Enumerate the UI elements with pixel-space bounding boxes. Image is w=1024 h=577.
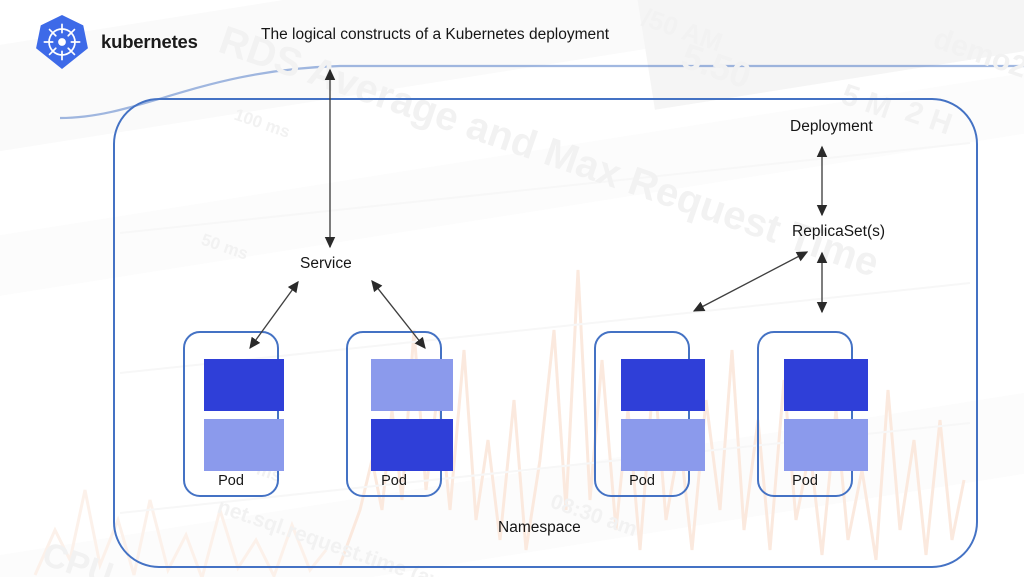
watermark-band xyxy=(631,0,1024,110)
pod-label: Pod xyxy=(629,473,655,489)
pod-box: Pod xyxy=(346,331,453,497)
watermark-text: 5.50 xyxy=(676,35,757,97)
pod-container-bottom xyxy=(621,419,705,471)
pod-box: Pod xyxy=(183,331,284,497)
service-label: Service xyxy=(300,255,352,272)
namespace-container xyxy=(113,98,978,568)
deployment-label: Deployment xyxy=(790,118,873,135)
kubernetes-helm-logo-icon xyxy=(36,15,88,69)
namespace-label: Namespace xyxy=(498,519,581,536)
pod-box: Pod xyxy=(594,331,705,497)
pod-box: Pod xyxy=(757,331,868,497)
pod-label: Pod xyxy=(381,473,407,489)
pod-container-top xyxy=(784,359,868,411)
pod-container-top xyxy=(204,359,284,411)
watermark-text: CPU xyxy=(37,535,118,577)
pod-container-top xyxy=(371,359,453,411)
pod-label: Pod xyxy=(218,473,244,489)
replicaset-label: ReplicaSet(s) xyxy=(792,223,886,240)
watermark-text: demo2 xyxy=(929,22,1024,85)
pod-container-bottom xyxy=(784,419,868,471)
pod-container-bottom xyxy=(371,419,453,471)
pod-container-bottom xyxy=(204,419,284,471)
pod-container-top xyxy=(621,359,705,411)
page-title: The logical constructs of a Kubernetes d… xyxy=(261,26,610,43)
brand-label: kubernetes xyxy=(101,31,198,52)
kubernetes-brand: kubernetes xyxy=(36,14,198,70)
watermark-text: /50 AM xyxy=(638,2,727,58)
pod-label: Pod xyxy=(792,473,818,489)
